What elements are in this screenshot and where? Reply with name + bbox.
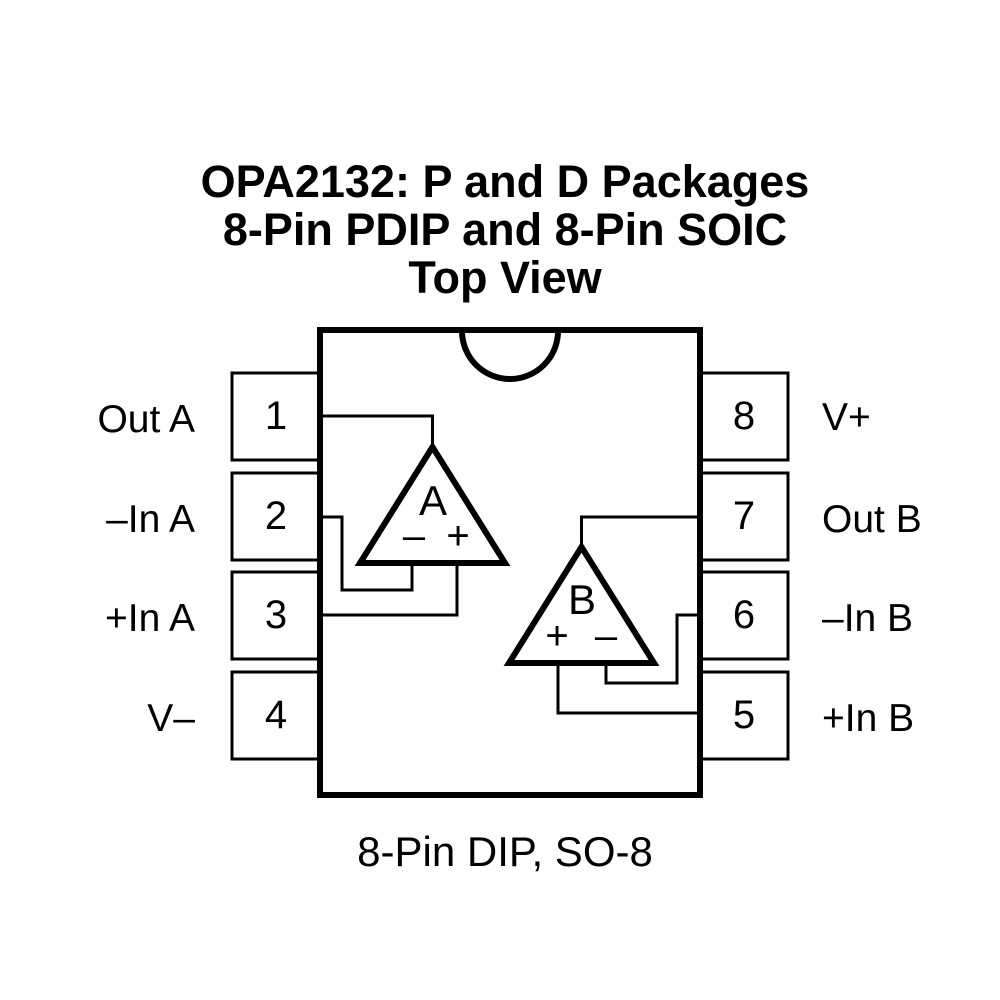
- pin-7-number: 7: [732, 494, 756, 538]
- pin-1-number: 1: [264, 394, 288, 438]
- pin-5-box: [698, 670, 790, 761]
- pin-4-box: [230, 670, 322, 761]
- pin-2-box: [230, 471, 322, 562]
- opamp-b-plus-sign: +: [545, 614, 569, 658]
- pin-8-box: [698, 371, 790, 462]
- pin-7-box: [698, 471, 790, 562]
- figure-caption: 8-Pin DIP, SO-8: [357, 828, 653, 875]
- pin-5-number: 5: [732, 693, 756, 737]
- opamp-b-minus-sign: –: [594, 614, 618, 658]
- pin-2-label: –In A: [106, 498, 195, 541]
- pin-8-label: V+: [822, 396, 871, 439]
- opamp-a-minus-sign: –: [402, 514, 426, 558]
- opamp-a-plus-sign: +: [446, 514, 470, 558]
- wire-plus-in-b: [556, 660, 700, 715]
- pin-7-label: Out B: [822, 498, 922, 541]
- pin-3-label: +In A: [105, 597, 195, 640]
- title-line-3: Top View: [408, 252, 602, 303]
- figure-title: OPA2132: P and D Packages 8-Pin PDIP and…: [5, 158, 1000, 302]
- pin-5-label: +In B: [822, 697, 915, 740]
- title-line-2: 8-Pin PDIP and 8-Pin SOIC: [222, 204, 788, 255]
- wire-plus-in-a: [320, 560, 459, 617]
- pin-6-label: –In B: [822, 597, 914, 640]
- pin-3-box: [230, 570, 322, 661]
- title-line-1: OPA2132: P and D Packages: [200, 156, 810, 207]
- opamp-a-name: A: [418, 477, 447, 524]
- pin-6-box: [698, 570, 790, 661]
- pin-2-number: 2: [264, 494, 288, 538]
- pin1-notch-icon: [459, 330, 561, 382]
- wire-minus-in-a: [320, 515, 414, 592]
- pin-1-label: Out A: [97, 398, 195, 441]
- opamp-a-triangle: [354, 441, 511, 566]
- wire-minus-in-b: [604, 613, 700, 685]
- pin-8-number: 8: [732, 394, 756, 438]
- pin-4-label: V–: [147, 697, 195, 740]
- ic-body: [317, 327, 703, 798]
- opamp-b-triangle: [503, 541, 660, 666]
- opamp-b-name: B: [567, 576, 596, 623]
- pin-6-number: 6: [732, 593, 756, 637]
- pin-3-number: 3: [264, 593, 288, 637]
- pin-4-number: 4: [264, 693, 288, 737]
